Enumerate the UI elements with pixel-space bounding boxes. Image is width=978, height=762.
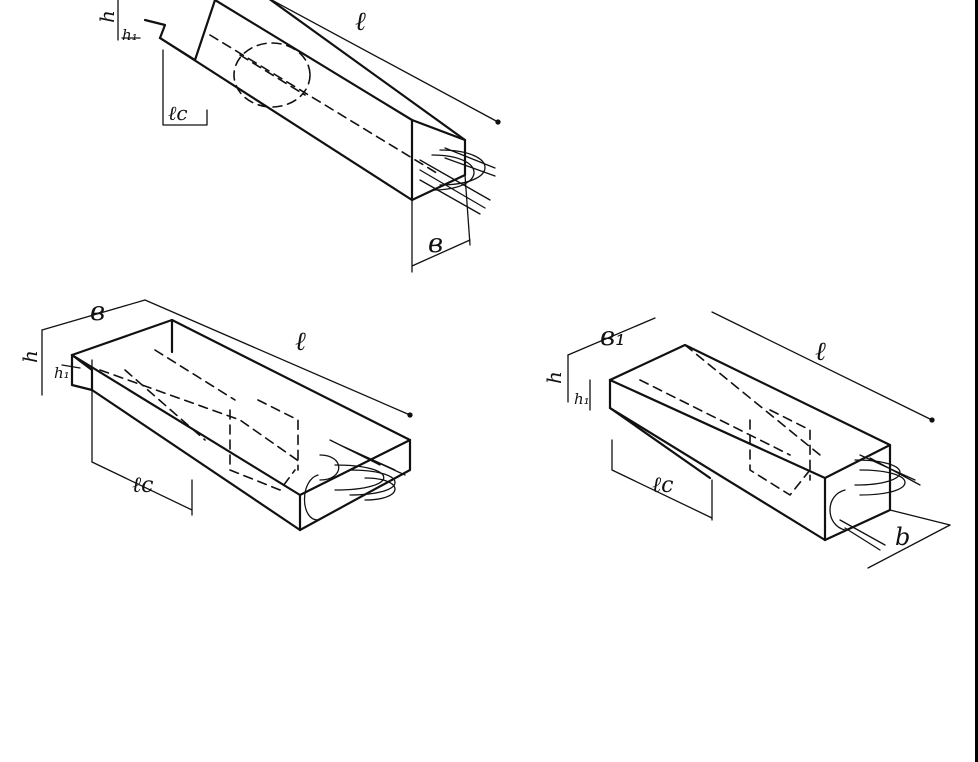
- lower-right-beam-hidden-lines: [639, 344, 821, 496]
- lower-right-beam-width-label: b: [895, 523, 910, 551]
- lower-left-beam-chamfer-label: ℓс: [132, 473, 153, 498]
- lower-right-beam-dimensions: [567, 311, 951, 569]
- upper-beam-figure: ℓ в h h₁ ℓс: [95, 0, 501, 273]
- lower-right-beam-chamfer-label: ℓс: [652, 473, 673, 498]
- lower-right-beam-top-width-label: в₁: [600, 322, 626, 352]
- lower-left-beam-rebar-ends: [304, 439, 406, 521]
- upper-beam-hidden-lines: [209, 34, 441, 176]
- upper-beam-rebar-ends: [419, 147, 496, 215]
- upper-beam-short-height-label: h₁: [122, 26, 138, 44]
- page-right-border: [975, 0, 978, 762]
- lower-right-beam-rebar-ends: [829, 454, 921, 551]
- upper-beam-chamfer-label: ℓс: [168, 101, 188, 125]
- lower-right-beam-figure: в₁ ℓ h h₁ ℓс b: [542, 311, 951, 569]
- lower-right-beam-short-height-label: h₁: [574, 390, 590, 408]
- lower-left-beam-hidden-lines: [99, 349, 301, 491]
- upper-beam-body: [143, 0, 467, 202]
- lower-left-beam-width-label: в: [90, 297, 105, 327]
- upper-beam-width-label: в: [428, 229, 443, 259]
- lower-left-beam-short-height-label: h₁: [54, 364, 70, 382]
- upper-beam-length-label: ℓ: [355, 7, 366, 37]
- upper-beam-dimensions: [117, 0, 501, 273]
- upper-beam-height-label: h: [95, 10, 119, 23]
- lower-left-beam-height-label: h: [18, 350, 42, 363]
- lower-left-beam-dimensions: [41, 299, 413, 516]
- lower-left-beam-body: [70, 318, 412, 532]
- lower-right-beam-length-label: ℓ: [815, 337, 826, 367]
- lower-right-beam-height-label: h: [542, 371, 566, 384]
- lower-left-beam-figure: в ℓ h h₁ ℓс: [18, 297, 413, 532]
- lower-left-beam-length-label: ℓ: [295, 327, 306, 357]
